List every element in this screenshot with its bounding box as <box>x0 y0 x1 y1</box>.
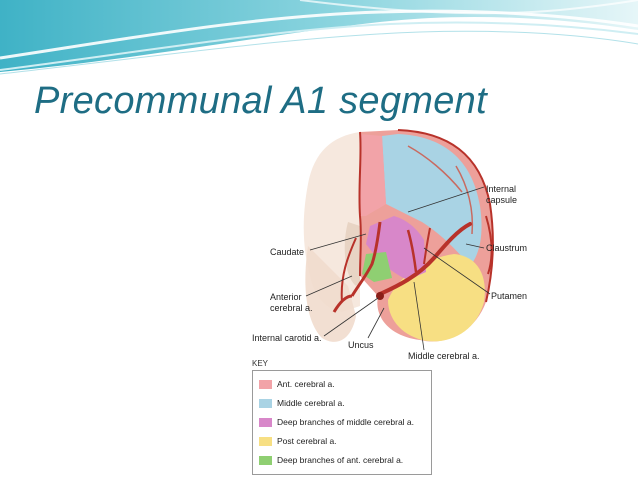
key-item: Middle cerebral a. <box>259 396 345 410</box>
key-swatch <box>259 417 272 427</box>
left-ventricle <box>344 222 360 286</box>
key-swatch <box>259 455 272 465</box>
key-label: Middle cerebral a. <box>277 398 345 408</box>
key-item: Ant. cerebral a. <box>259 377 335 391</box>
label-putamen: Putamen <box>491 291 528 301</box>
slide-title: Precommunal A1 segment <box>34 80 487 122</box>
key-label: Post cerebral a. <box>277 436 337 446</box>
key-label: Deep branches of ant. cerebral a. <box>277 455 404 465</box>
key-title: KEY <box>252 359 269 368</box>
label-anterior-cerebral-line1: Anterior <box>270 292 302 302</box>
region-deep-middle-cerebral <box>366 216 426 280</box>
label-claustrum: Claustrum <box>486 243 528 253</box>
label-uncus: Uncus <box>348 340 374 350</box>
label-anterior-cerebral: Anterior cerebral a. <box>270 292 313 314</box>
label-internal-carotid: Internal carotid a. <box>252 333 322 343</box>
key-label: Ant. cerebral a. <box>277 379 335 389</box>
label-internal-capsule-line1: Internal <box>486 184 517 194</box>
vessel-anterior-cerebral <box>350 221 382 297</box>
wave-header-decoration <box>0 0 638 75</box>
key-item: Deep branches of middle cerebral a. <box>259 415 414 429</box>
brain-illustration <box>303 129 494 351</box>
label-caudate: Caudate <box>270 247 305 257</box>
key-item: Deep branches of ant. cerebral a. <box>259 453 403 467</box>
label-internal-capsule: Internal capsule <box>486 184 517 206</box>
key-swatch <box>259 436 272 446</box>
left-temporal-lobe <box>305 246 356 342</box>
key-swatch <box>259 398 272 408</box>
vessel-lenticulostriate <box>406 229 418 273</box>
region-deep-anterior-cerebral <box>362 252 392 282</box>
region-anterior-cerebral <box>360 134 386 216</box>
label-anterior-cerebral-line2: cerebral a. <box>270 303 313 313</box>
label-internal-capsule-line2: capsule <box>486 195 518 205</box>
vessel-left-side <box>332 294 353 313</box>
brain-coronal-section-figure: Internal capsule Claustrum Putamen Middl… <box>248 126 578 479</box>
key-label: Deep branches of middle cerebral a. <box>277 417 415 427</box>
key-item: Post cerebral a. <box>259 434 337 448</box>
key-swatch <box>259 379 272 389</box>
vessel-middle-cerebral <box>378 222 472 296</box>
key-legend: Ant. cerebral a. Middle cerebral a. Deep… <box>252 370 432 475</box>
longitudinal-fissure <box>358 131 362 277</box>
label-middle-cerebral: Middle cerebral a. <box>408 351 480 361</box>
